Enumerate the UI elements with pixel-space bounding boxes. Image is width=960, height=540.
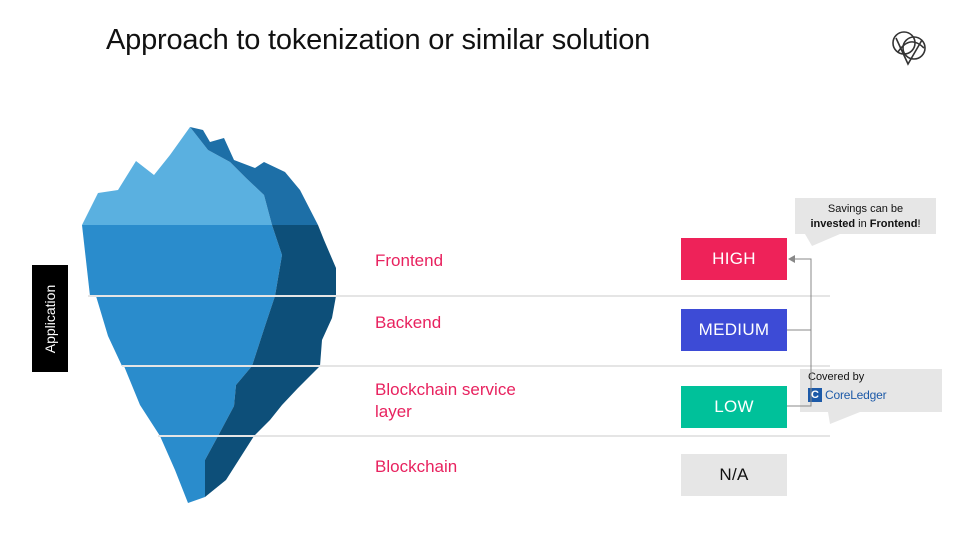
level-badge-low: LOW [681, 386, 787, 428]
coreledger-logo: C CoreLedger [808, 388, 942, 402]
coreledger-mark-icon: C [808, 388, 822, 402]
iceberg-band-service [124, 366, 252, 436]
iceberg-band-blockchain-shadow [205, 436, 254, 497]
layer-name-blockchain: Blockchain [375, 457, 458, 476]
layer-name-backend: Backend [375, 313, 442, 332]
layer-name-frontend: Frontend [375, 251, 444, 270]
level-badge-medium: MEDIUM [681, 309, 787, 351]
iceberg-band-backend-shadow [252, 296, 336, 366]
covered-by-label: Covered by [808, 371, 865, 383]
iceberg-band-frontend-shadow [272, 225, 336, 296]
brand-logo-icon [892, 31, 926, 66]
iceberg-tip-shadow [190, 127, 318, 225]
level-badge-na: N/A [681, 454, 787, 496]
savings-callout: Savings can be invested in Frontend! [795, 198, 936, 234]
iceberg-band-frontend [82, 225, 282, 296]
layer-name-service: Blockchain service layer [375, 380, 516, 421]
iceberg-tip-light [82, 127, 272, 225]
iceberg-band-backend [96, 296, 275, 366]
iceberg-band-service-shadow [218, 366, 320, 436]
covered-by-callout: Covered by C CoreLedger [800, 369, 942, 412]
iceberg-band-blockchain [160, 436, 218, 503]
page-title: Approach to tokenization or similar solu… [106, 24, 651, 56]
level-badge-high: HIGH [681, 238, 787, 280]
application-label: Application [32, 265, 68, 372]
